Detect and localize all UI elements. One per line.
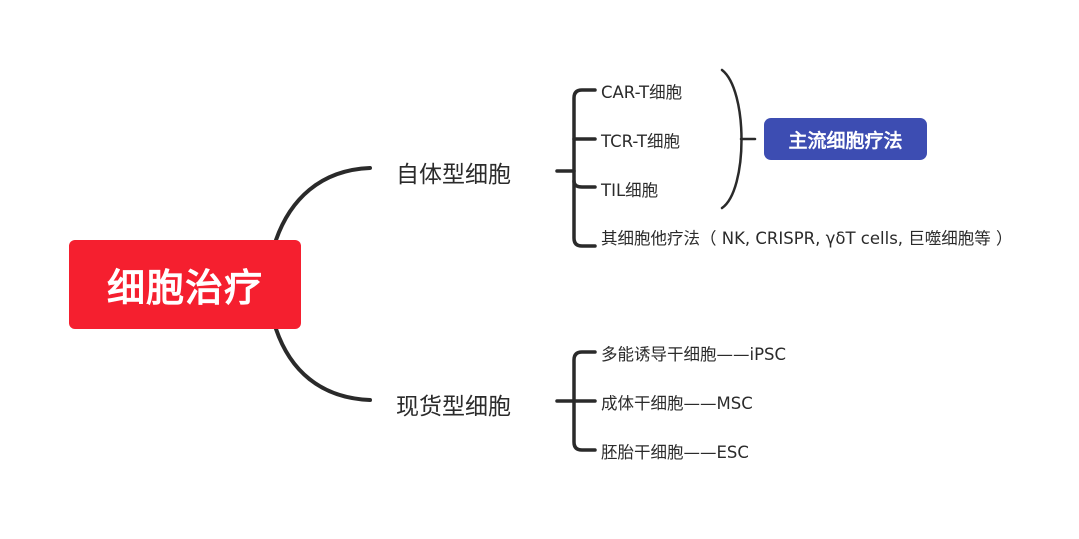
leaf-node[interactable]: 胚胎干细胞——ESC	[601, 439, 749, 463]
summary-brace	[720, 68, 743, 210]
root-to-branch1-connector	[274, 166, 372, 242]
leaf-node[interactable]: 其细胞他疗法（ NK, CRISPR, γδT cells, 巨噬细胞等 ）	[601, 227, 1021, 251]
branch-node-autologous[interactable]: 自体型细胞	[396, 155, 511, 189]
leaf-label: 多能诱导干细胞——iPSC	[601, 345, 787, 364]
branch2-bracket	[572, 350, 597, 452]
leaf-label: 成体干细胞——MSC	[601, 394, 753, 413]
branch-label: 自体型细胞	[396, 162, 511, 188]
branch-node-off-the-shelf[interactable]: 现货型细胞	[396, 387, 511, 421]
branch1-tick-3	[572, 179, 597, 189]
leaf-node[interactable]: CAR-T细胞	[601, 79, 682, 103]
leaf-label: TCR-T细胞	[601, 132, 680, 151]
root-to-branch2-connector	[274, 327, 372, 402]
leaf-label: CAR-T细胞	[601, 83, 683, 102]
branch-label: 现货型细胞	[396, 394, 511, 420]
summary-label: 主流细胞疗法	[788, 129, 903, 152]
leaf-label: 其细胞他疗法（ NK, CRISPR, γδT cells, 巨噬细胞等 ）	[601, 229, 1013, 248]
root-node[interactable]: 细胞治疗	[69, 240, 301, 329]
leaf-node[interactable]: 成体干细胞——MSC	[601, 390, 753, 414]
leaf-node[interactable]: TIL细胞	[601, 177, 658, 201]
root-label: 细胞治疗	[106, 266, 263, 310]
branch1-bracket	[572, 88, 597, 248]
leaf-node[interactable]: 多能诱导干细胞——iPSC	[601, 341, 786, 365]
leaf-node[interactable]: TCR-T细胞	[601, 128, 680, 152]
leaf-label: TIL细胞	[601, 181, 659, 200]
leaf-label: 胚胎干细胞——ESC	[601, 443, 749, 462]
summary-badge[interactable]: 主流细胞疗法	[764, 118, 927, 160]
